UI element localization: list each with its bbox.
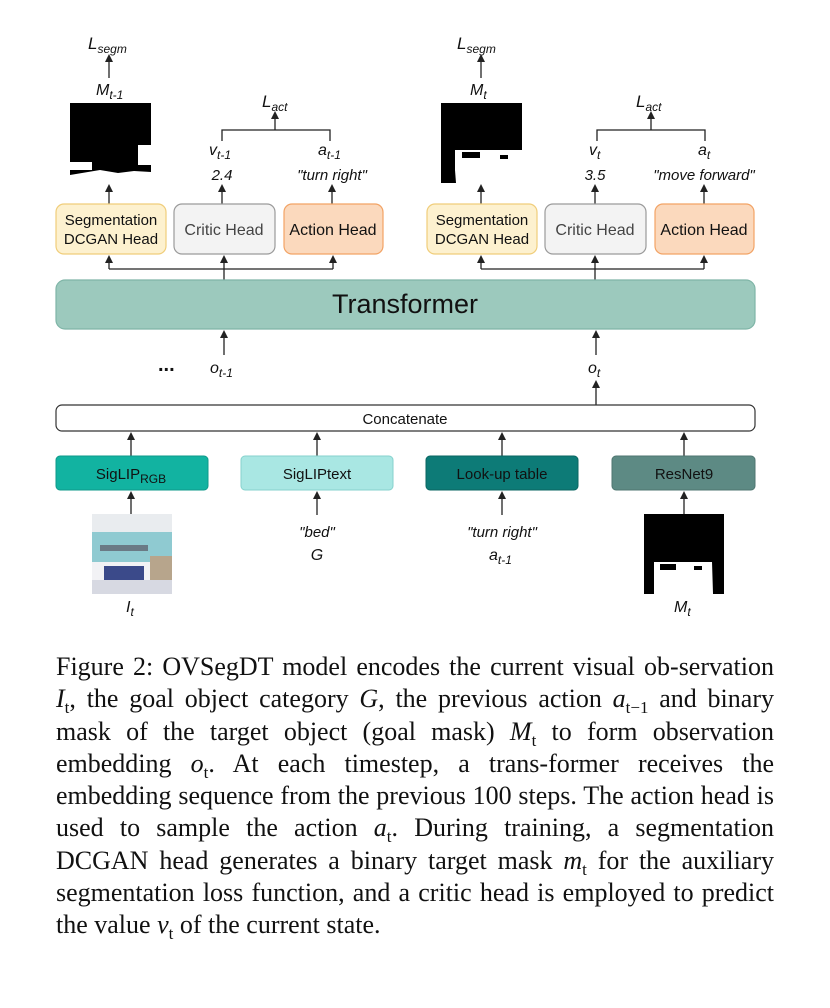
siglip-text-encoder: SigLIPtext [240,455,394,491]
image-label: It [126,599,134,619]
prev-action-symbol: at-1 [489,547,512,567]
rgb-observation-image [92,514,172,594]
obs-cur-label: ot [588,360,601,380]
svg-text:Concatenate: Concatenate [362,411,447,428]
resnet9-encoder: ResNet9 [611,455,756,491]
svg-text:Action Head: Action Head [660,222,747,239]
svg-text:Critic Head: Critic Head [184,222,263,239]
goal-mask-image [644,514,724,594]
right-critic-head: Critic Head [544,203,647,255]
svg-text:DCGAN Head: DCGAN Head [435,231,529,248]
transformer-block: Transformer [55,279,756,330]
left-value-label: vt-1 [209,142,231,162]
left-segmentation-head: Segmentation DCGAN Head [55,203,167,255]
goal-mask-label: Mt [674,599,691,619]
obs-prev-label: ot-1 [210,360,233,380]
left-action-head: Action Head [283,203,384,255]
figure-caption: Figure 2: OVSegDT model encodes the curr… [56,652,775,944]
svg-text:Segmentation: Segmentation [65,212,158,229]
svg-text:Action Head: Action Head [289,222,376,239]
svg-text:SigLIPtext: SigLIPtext [283,466,352,483]
right-predicted-mask-image [441,103,522,183]
right-value-label: vt [589,142,601,162]
svg-text:Look-up table: Look-up table [457,466,548,483]
right-action-head: Action Head [654,203,755,255]
right-value: 3.5 [585,167,607,184]
right-segmentation-head: Segmentation DCGAN Head [426,203,538,255]
svg-text:Transformer: Transformer [332,289,478,319]
right-mask-label: Mt [470,82,487,102]
lookup-table-encoder: Look-up table [425,455,579,491]
svg-text:Critic Head: Critic Head [555,222,634,239]
right-action-label: at [698,142,711,162]
concatenate-block: Concatenate [55,404,756,432]
left-value: 2.4 [211,167,233,184]
left-loss-act: Lact [262,92,288,114]
left-action-label: at-1 [318,142,341,162]
left-mask-label: Mt-1 [96,82,123,102]
left-action-value: "turn right" [297,167,368,184]
siglip-rgb-encoder: SigLIPRGB [55,455,209,491]
goal-symbol: G [311,547,323,564]
svg-text:DCGAN Head: DCGAN Head [64,231,158,248]
goal-text-value: "bed" [299,524,335,541]
svg-text:ResNet9: ResNet9 [655,466,713,483]
ellipsis: ... [158,354,175,376]
right-action-value: "move forward" [653,167,755,184]
left-predicted-mask-image [70,103,151,183]
left-critic-head: Critic Head [173,203,276,255]
left-loss-segm: Lsegm [88,34,127,56]
svg-text:Segmentation: Segmentation [436,212,529,229]
architecture-diagram: Lsegm Mt-1 Lact vt-1 2.4 at-1 "turn righ… [55,34,756,619]
right-loss-segm: Lsegm [457,34,496,56]
svg-text:SigLIPRGB: SigLIPRGB [96,466,166,486]
prev-action-value: "turn right" [467,524,538,541]
right-loss-act: Lact [636,92,662,114]
